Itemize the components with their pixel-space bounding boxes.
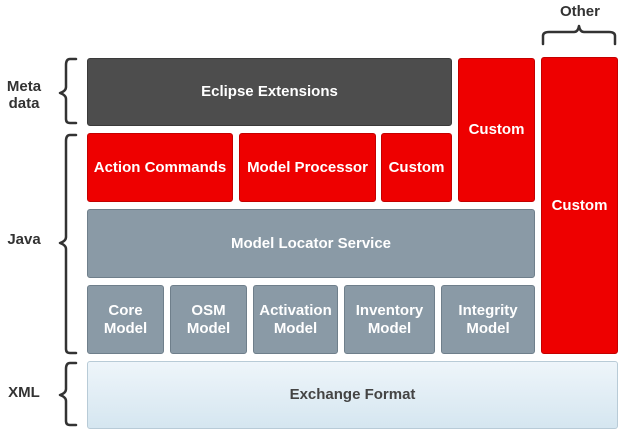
activation-model-block: Activation Model (253, 285, 338, 354)
custom-other-block: Custom (541, 57, 618, 354)
custom-java-block: Custom (381, 133, 452, 202)
osm-model-block: OSM Model (170, 285, 247, 354)
exchange-format-block: Exchange Format (87, 361, 618, 429)
java-label: Java (7, 231, 41, 248)
meta-data-brace (58, 57, 78, 125)
core-model-block: Core Model (87, 285, 164, 354)
meta-data-label: Meta data (6, 78, 42, 113)
model-locator-service-block: Model Locator Service (87, 209, 535, 278)
other-label: Other (559, 3, 600, 20)
custom-meta-block: Custom (458, 58, 535, 202)
xml-label: XML (8, 384, 40, 401)
xml-brace (58, 361, 78, 427)
integrity-model-block: Integrity Model (441, 285, 535, 354)
other-brace (541, 24, 617, 46)
java-brace (58, 133, 78, 355)
model-processor-block: Model Processor (239, 133, 376, 202)
inventory-model-block: Inventory Model (344, 285, 435, 354)
action-commands-block: Action Commands (87, 133, 233, 202)
eclipse-extensions-block: Eclipse Extensions (87, 58, 452, 126)
